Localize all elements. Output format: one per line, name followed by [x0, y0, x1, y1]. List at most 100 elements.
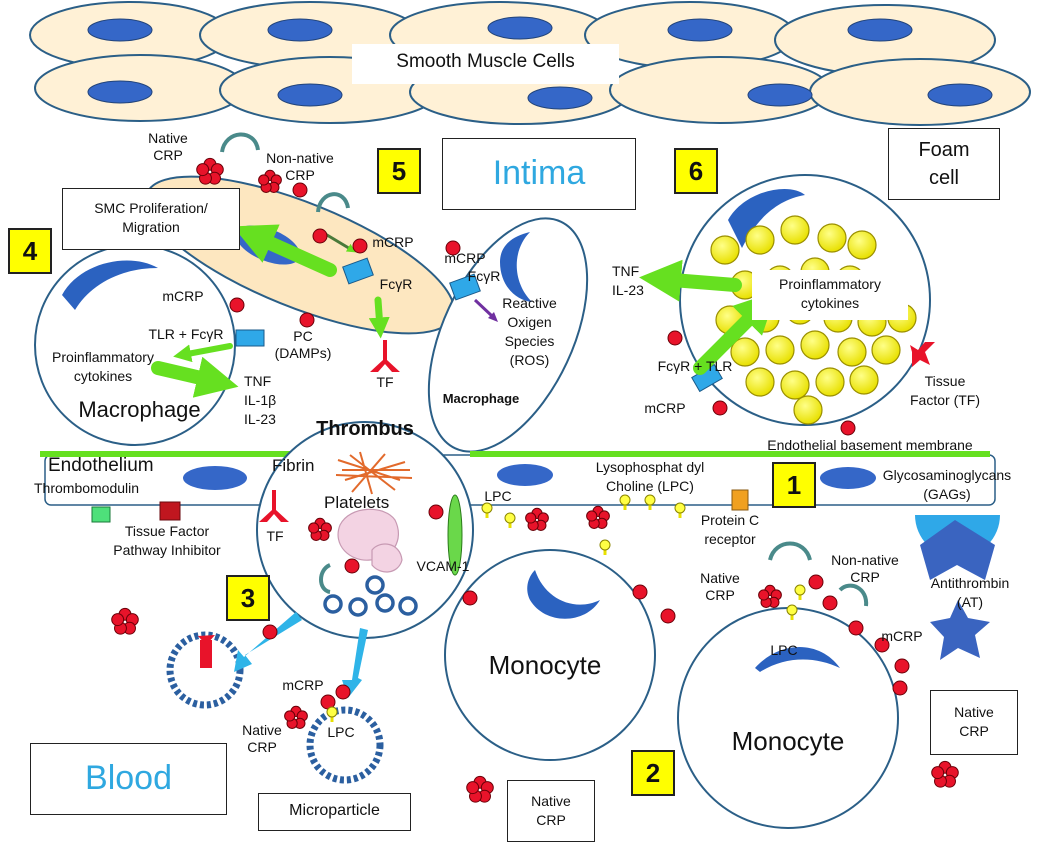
- protein-c-receptor: [731, 489, 749, 511]
- tnf-right-1: TNF: [612, 263, 640, 279]
- tnf-left-2: IL-1β: [244, 392, 277, 408]
- lipid-droplet: [847, 230, 877, 260]
- proinflam-right-2: cytokines: [800, 295, 860, 311]
- lpc-molecule: [794, 584, 806, 600]
- native-crp-pentamer: [258, 169, 282, 193]
- microparticle-left: [166, 631, 244, 709]
- mcrp-monomer: [262, 624, 278, 640]
- lipid-droplet: [710, 235, 740, 265]
- native-crp-box-right: Native CRP: [930, 690, 1018, 755]
- fcgr-smc-label: FcγR: [379, 276, 413, 292]
- ros-3: Species: [504, 333, 555, 349]
- lipid-droplet: [745, 367, 775, 397]
- lysophos-label: Lysophosphat dyl Choline (LPC): [585, 458, 715, 496]
- native-crp-box-bottom-2: CRP: [536, 812, 566, 828]
- tissue-factor-right-1: Tissue: [924, 373, 966, 389]
- platelet-cluster: [337, 508, 403, 573]
- protein-c-2: receptor: [704, 531, 756, 547]
- foam-cell-title-1: Foam: [918, 139, 970, 161]
- antithrombin-1: Antithrombin: [930, 575, 1010, 591]
- mcrp-monomer: [808, 574, 824, 590]
- mcrp-monomer: [822, 595, 838, 611]
- gags-1: Glycosaminoglycans: [882, 467, 1012, 483]
- gags-2: (GAGs): [923, 486, 971, 502]
- endothelium-label: Endothelium: [48, 455, 154, 476]
- ros-label: Reactive Oxigen Species (ROS): [492, 294, 567, 370]
- native-crp-box-right-2: CRP: [959, 723, 989, 739]
- platelets-label: Platelets: [324, 493, 390, 512]
- foam-cell-title-2: cell: [928, 167, 959, 189]
- lipid-droplet: [837, 337, 867, 367]
- pc-damps-1: PC: [293, 328, 313, 344]
- lipid-droplet: [815, 367, 845, 397]
- macrophage-left-label: Macrophage: [78, 397, 201, 422]
- tfpi-1: Tissue Factor: [124, 523, 210, 539]
- mcrp-monomer: [660, 608, 676, 624]
- smooth-muscle-label: Smooth Muscle Cells: [352, 44, 619, 84]
- number-box-1: 1: [772, 462, 816, 508]
- native-crp-pentamer: [758, 584, 782, 608]
- lipid-droplet: [871, 335, 901, 365]
- mcrp-monomer: [874, 637, 890, 653]
- thrombomodulin-label: Thrombomodulin: [34, 480, 140, 496]
- tfpi-2: Pathway Inhibitor: [113, 542, 221, 558]
- tnf-left-3: IL-23: [244, 411, 276, 427]
- ros-1: Reactive: [502, 295, 557, 311]
- nonnative-crp-top-label: Non-native CRP: [255, 150, 345, 184]
- tf-thrombus-label: TF: [266, 528, 284, 544]
- protein-c-label: Protein C receptor: [690, 511, 770, 549]
- mcrp-mac2-label: mCRP: [444, 250, 486, 266]
- protein-c-1: Protein C: [700, 512, 760, 528]
- tnf-left-1: TNF: [244, 373, 272, 389]
- native-crp-micro-label: Native CRP: [232, 722, 292, 756]
- lpc-molecule: [619, 494, 631, 510]
- blood-title-box: Blood: [30, 743, 227, 815]
- foam-cell-title-box: Foam cell: [888, 128, 1000, 200]
- native-crp-pentamer: [931, 760, 959, 788]
- tnf-right-label: TNF IL-23: [612, 262, 672, 300]
- monocyte-right-cell: [677, 607, 899, 829]
- lpc-molecule: [504, 512, 516, 528]
- mcrp-monomer: [229, 297, 245, 313]
- antithrombin-label: Antithrombin (AT): [920, 574, 1020, 612]
- mcrp-monomer: [462, 590, 478, 606]
- mcrp-monomer: [344, 558, 360, 574]
- lpc-r-label: LPC: [770, 642, 798, 658]
- tissue-factor-right-label: Tissue Factor (TF): [900, 372, 990, 410]
- mcrp-foam-label: mCRP: [644, 400, 686, 416]
- native-crp-pentamer: [111, 607, 139, 635]
- smc-prolif-line2: Migration: [122, 219, 180, 235]
- tnf-right-2: IL-23: [612, 282, 644, 298]
- mcrp-monomer: [292, 182, 308, 198]
- lpc-small-label: LPC: [484, 488, 512, 504]
- native-crp-r-2: CRP: [705, 587, 735, 603]
- smc-prolif-box: SMC Proliferation/ Migration: [62, 188, 240, 250]
- native-crp-top-2: CRP: [153, 147, 183, 163]
- native-crp-top-1: Native: [148, 130, 188, 146]
- mcrp-monomer: [667, 330, 683, 346]
- lpc-molecule: [786, 604, 798, 620]
- crp-molecules: [111, 157, 959, 803]
- gag-structure: [915, 515, 1000, 660]
- tnf-left-label: TNF IL-1β IL-23: [244, 372, 304, 429]
- mcrp-mac1-label: mCRP: [162, 288, 204, 304]
- mcrp-monomer: [428, 504, 444, 520]
- antithrombin-2: (AT): [956, 594, 984, 610]
- nonnative-crp-top-2: CRP: [285, 167, 315, 183]
- nonnative-crp-r-1: Non-native: [831, 552, 899, 568]
- number-box-4: 4: [8, 228, 52, 274]
- curved-arrows: [220, 132, 869, 607]
- blue-arrows: [234, 612, 368, 698]
- mcrp-monomer: [892, 680, 908, 696]
- vcam-receptor: [447, 494, 463, 576]
- fcgr-mac2-label: FcγR: [467, 268, 501, 284]
- tf-receptors: [259, 340, 935, 522]
- thrombus-label: Thrombus: [316, 418, 414, 440]
- fibrin-mesh: [335, 451, 413, 495]
- mcrp-monomer: [840, 420, 856, 436]
- monocyte-mid-cell: [444, 549, 656, 761]
- mcrp-monomer: [352, 238, 368, 254]
- native-crp-pentamer: [196, 157, 224, 185]
- mcrp-smc-label: mCRP: [372, 234, 414, 250]
